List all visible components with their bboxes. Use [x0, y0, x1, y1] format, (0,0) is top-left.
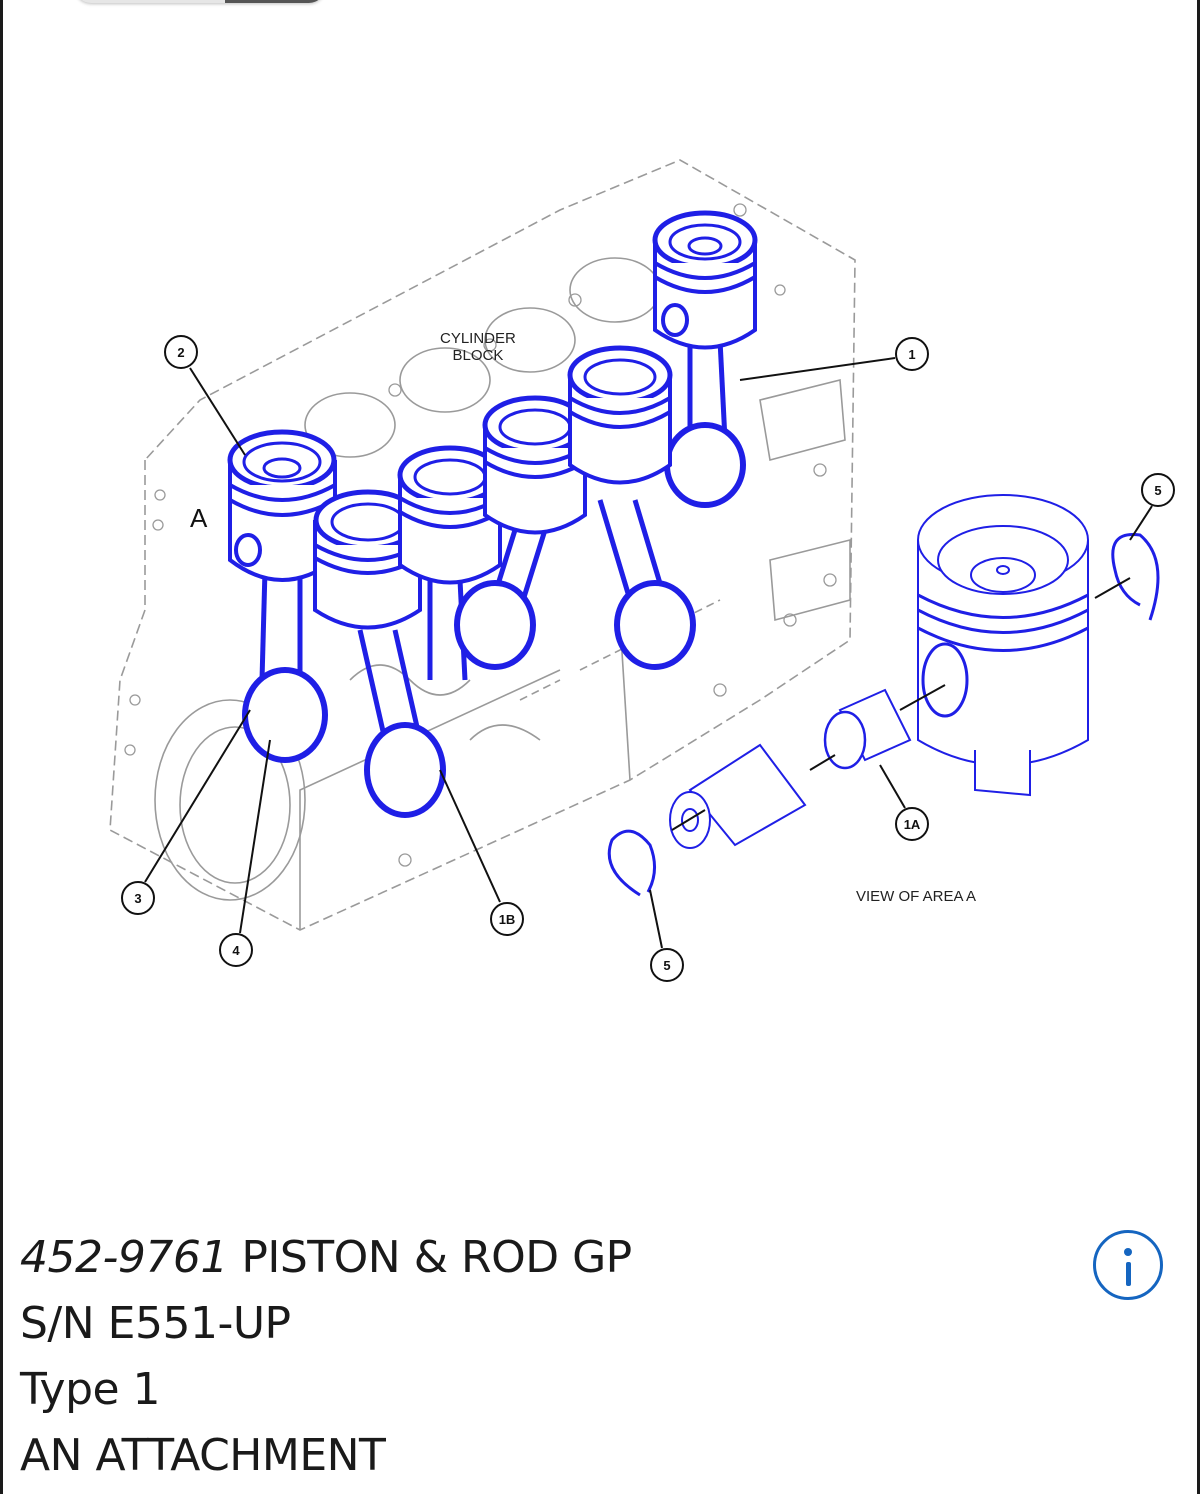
window-border-right — [1197, 0, 1200, 1494]
callout-3[interactable]: 3 — [121, 881, 155, 915]
cylinder-block-label: CYLINDER BLOCK — [440, 330, 516, 364]
part-type: Type 1 — [20, 1364, 161, 1415]
callout-1a[interactable]: 1A — [895, 807, 929, 841]
callout-5-top[interactable]: 5 — [1141, 473, 1175, 507]
arrangement: AN ATTACHMENT — [20, 1430, 386, 1481]
info-icon-stem — [1125, 1262, 1131, 1286]
cylinder-block-label-line1: CYLINDER — [440, 330, 516, 347]
view-toggle[interactable] — [75, 0, 325, 3]
area-a-marker: A — [190, 503, 208, 533]
callout-1b[interactable]: 1B — [490, 902, 524, 936]
callout-2[interactable]: 2 — [164, 335, 198, 369]
info-button[interactable] — [1093, 1230, 1163, 1300]
part-number[interactable]: 452-9761 — [20, 1232, 228, 1283]
callout-4[interactable]: 4 — [219, 933, 253, 967]
parts-diagram[interactable]: CYLINDER BLOCK A VIEW OF AREA A 2 1 5 3 … — [0, 140, 1200, 1000]
callout-1[interactable]: 1 — [895, 337, 929, 371]
serial-range: S/N E551-UP — [20, 1298, 291, 1349]
part-name: PISTON & ROD GP — [241, 1232, 632, 1283]
exploded-view-illustration — [109, 159, 1160, 949]
cylinder-block-label-line2: BLOCK — [452, 347, 504, 364]
callout-5-bottom[interactable]: 5 — [650, 948, 684, 982]
view-toggle-selected-segment[interactable] — [225, 0, 325, 3]
info-icon — [1124, 1248, 1132, 1256]
part-title: 452-9761 PISTON & ROD GP — [20, 1225, 1080, 1291]
part-info: 452-9761 PISTON & ROD GP S/N E551-UP Typ… — [20, 1225, 1080, 1489]
view-of-area-a-label: VIEW OF AREA A — [856, 888, 977, 905]
window-border-left — [0, 0, 3, 1494]
